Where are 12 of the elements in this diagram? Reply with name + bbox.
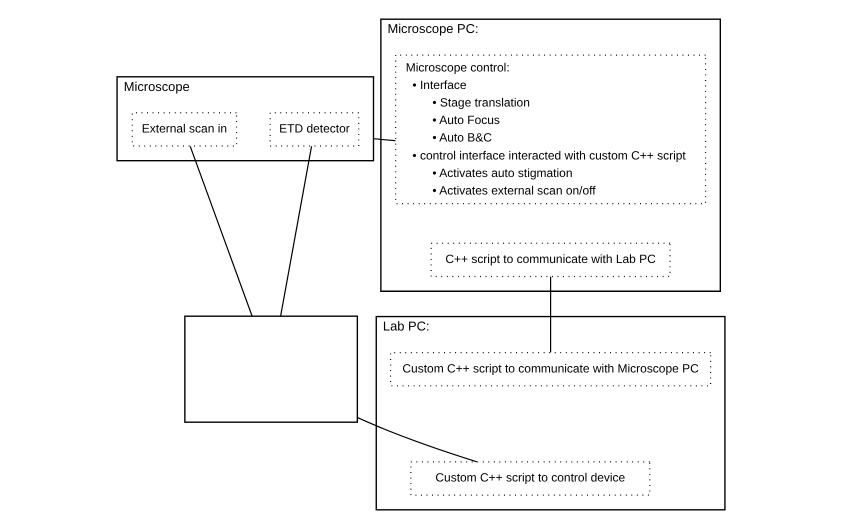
connector [190, 146, 253, 316]
connector [550, 276, 552, 352]
node-box: C++ script to communicate with Lab PC [430, 242, 671, 278]
connector [280, 146, 312, 316]
node-box: Microscope control: • Interface • Stage translation • Auto Focus • Auto B&C • control interface interacted with custom C++ script • Activates auto stigmation • Activates external scan on/off [395, 54, 706, 204]
node-box: External scan in [132, 112, 238, 147]
connector [357, 416, 477, 462]
connector [373, 138, 396, 142]
node-box: Custom C++ script to control device [410, 461, 650, 496]
node-box: Custom C++ script to communicate with Microscope PC [390, 352, 712, 386]
node-box: ETD detector [270, 112, 360, 147]
node-box [184, 315, 358, 423]
